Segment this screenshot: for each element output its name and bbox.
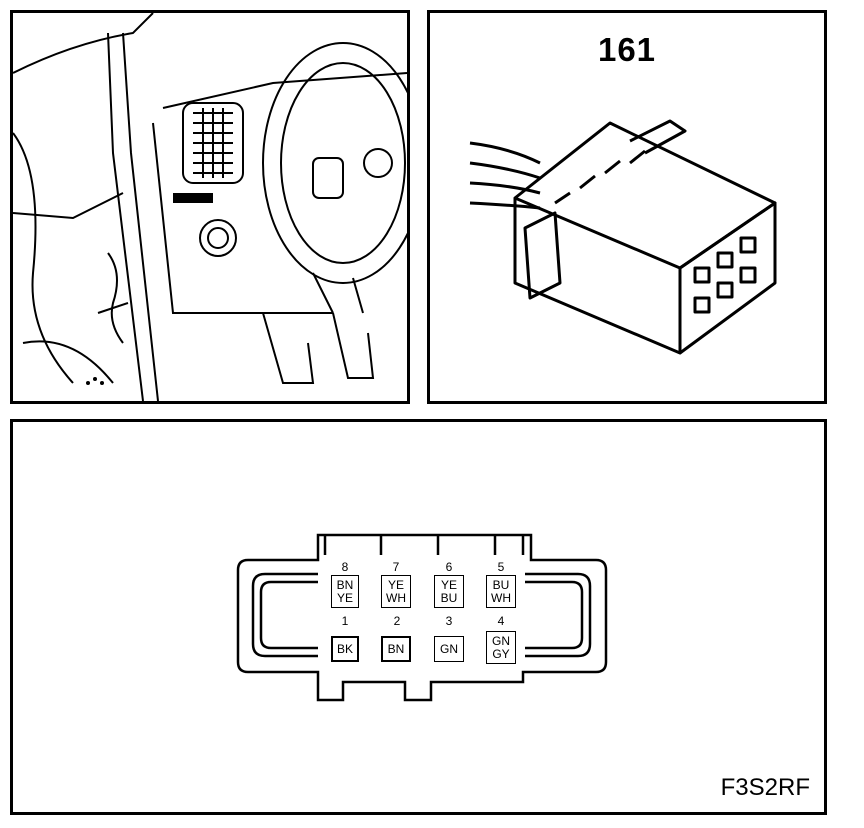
pin-1-terminal: BK (331, 636, 359, 662)
pin-5-terminal: BU WH (486, 575, 516, 608)
dashboard-location-panel (10, 10, 410, 404)
pinout-panel: 8 7 6 5 BN YE YE WH YE BU BU WH 1 2 3 4 … (10, 419, 827, 815)
connector-number: 161 (597, 31, 657, 68)
figure-code: F3S2RF (720, 774, 810, 801)
pin-4-wire-color-2: GY (492, 646, 510, 661)
pin-number-7: 7 (392, 560, 400, 574)
connector-face-outline (236, 533, 608, 702)
connector-panel: 161 (427, 10, 827, 404)
pin-1-wire-color-1: BK (336, 641, 353, 656)
pin-8-wire-color-1: BN (336, 577, 354, 592)
pin-number-6: 6 (445, 560, 453, 574)
pin-number-5: 5 (497, 560, 505, 574)
pin-6-wire-color-1: YE (440, 577, 457, 592)
pin-7-wire-color-1: YE (387, 577, 404, 592)
pin-8-terminal: BN YE (331, 575, 359, 608)
connector-illustration (469, 119, 777, 355)
pin-4-wire-color-1: GN (492, 633, 510, 648)
pin-5-wire-color-1: BU (492, 577, 510, 592)
pin-number-1: 1 (341, 614, 349, 628)
pin-4-terminal: GN GY (486, 631, 516, 664)
pin-number-8: 8 (341, 560, 349, 574)
pin-6-terminal: YE BU (434, 575, 464, 608)
pin-6-wire-color-2: BU (440, 590, 458, 605)
pin-number-3: 3 (445, 614, 453, 628)
pin-7-wire-color-2: WH (386, 590, 406, 605)
pin-number-2: 2 (393, 614, 401, 628)
pin-2-wire-color-1: BN (387, 641, 405, 656)
pin-8-wire-color-2: YE (336, 590, 353, 605)
pin-7-terminal: YE WH (381, 575, 411, 608)
pin-3-terminal: GN (434, 636, 464, 662)
pin-3-wire-color-1: GN (440, 641, 458, 656)
dashboard-illustration (13, 13, 407, 401)
pin-5-wire-color-2: WH (491, 590, 511, 605)
pin-number-4: 4 (497, 614, 505, 628)
pin-2-terminal: BN (381, 636, 411, 662)
